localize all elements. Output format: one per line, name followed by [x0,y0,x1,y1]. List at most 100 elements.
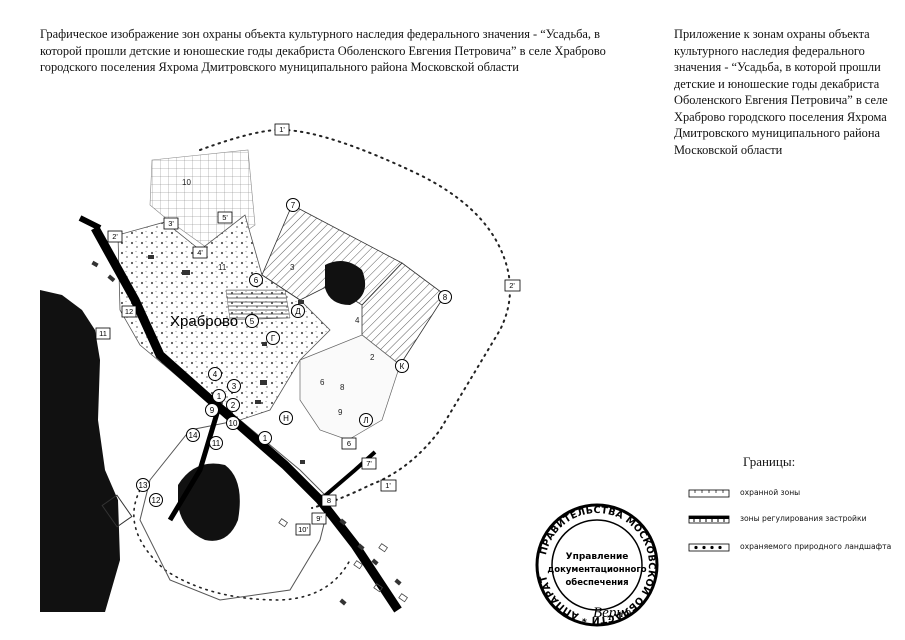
pond-north [325,261,366,305]
svg-text:Н: Н [283,414,289,423]
svg-text:11: 11 [212,439,221,448]
point-marker-square: 2' [107,230,123,243]
svg-text:Л: Л [363,416,368,425]
zone-number-9: 9 [338,408,343,417]
svg-text:9: 9 [210,406,215,415]
svg-text:10': 10' [298,525,308,534]
legend-item-regulation-zone: зоны регулирования застройки [688,513,898,527]
svg-text:8: 8 [327,496,331,505]
official-stamp: ПРАВИТЕЛЬСТВА МОСКОВСКОЙ ОБЛАСТИ * АППАР… [535,503,659,627]
point-marker-square: 8 [321,494,337,507]
svg-text:2': 2' [509,281,515,290]
svg-text:7': 7' [366,459,372,468]
left-building [101,494,133,528]
svg-text:1: 1 [217,392,222,401]
svg-text:6: 6 [347,439,351,448]
point-marker-square: 6 [341,437,357,450]
svg-text:8: 8 [443,293,448,302]
point-marker-square: 7' [361,457,377,470]
point-marker: Н [279,411,293,425]
point-marker: 8 [438,290,452,304]
point-marker: 10 [226,416,240,430]
point-marker: 6 [249,273,263,287]
protection-zone-swatch [688,489,730,498]
point-marker-square: 9' [311,512,327,525]
pond-south [178,463,240,541]
point-marker: 5 [245,314,259,328]
handwritten-verno: Верно [593,605,632,621]
natural-landscape-swatch [688,543,730,552]
svg-text:11: 11 [99,329,107,338]
zone-number-10: 10 [182,178,191,187]
stamp-line-2: документационного [547,565,646,575]
zone-number-11: 11 [218,263,227,272]
svg-text:3: 3 [232,382,237,391]
svg-text:12: 12 [152,496,161,505]
hstrip-zone [225,289,291,321]
point-marker: 2 [226,398,240,412]
legend-title: Границы: [743,454,796,469]
regulation-zone-swatch [688,515,730,524]
document-title: Графическое изображение зон охраны объек… [40,27,606,74]
point-marker-square: 1' [380,479,397,492]
svg-text:13: 13 [139,481,148,490]
water-body [40,290,120,612]
point-marker: 1 [212,389,226,403]
svg-text:4': 4' [197,248,203,257]
stamp-line-1: Управление [566,552,629,562]
appendix-note: Приложение к зонам охраны объекта культу… [674,27,888,157]
svg-text:3': 3' [168,219,174,228]
point-marker-square: 1' [274,123,290,136]
svg-text:7: 7 [291,201,296,210]
zone-east [299,334,401,441]
main-road [91,225,402,613]
point-marker: 11 [209,436,223,450]
svg-text:1': 1' [385,481,391,490]
point-marker-square: 12 [121,305,137,318]
point-marker: 3 [227,379,241,393]
point-marker: 12 [149,493,163,507]
svg-text:2': 2' [112,232,118,241]
svg-text:Г: Г [271,334,276,343]
point-marker-square: 3' [163,217,179,230]
point-marker: 4 [208,367,222,381]
point-marker: 7 [286,198,300,212]
svg-text:14: 14 [189,431,198,440]
zone-number-8: 8 [340,383,345,392]
point-marker: Г [266,331,280,345]
svg-text:9': 9' [316,514,322,523]
point-marker: Д [291,304,305,318]
point-marker: 9 [205,403,219,417]
svg-text:6: 6 [254,276,259,285]
point-marker: Л [359,413,373,427]
svg-text:4: 4 [213,370,218,379]
zone-number-6: 6 [320,378,325,387]
svg-text:1: 1 [263,434,268,443]
svg-text:К: К [400,362,405,371]
zone-number-3: 3 [290,263,295,272]
point-marker: 1 [258,431,272,445]
point-marker: К [395,359,409,373]
zone-number-2: 2 [370,353,375,362]
village-label: Храброво [170,313,238,330]
svg-text:2: 2 [231,401,236,410]
point-marker-square: 10' [295,523,311,536]
point-marker-square: 5' [217,211,233,224]
svg-text:12: 12 [125,307,133,316]
legend-label-natural-landscape: охраняемого природного ландшафта [740,542,892,551]
point-marker-square: 11 [95,327,111,340]
svg-text:Д: Д [295,307,301,316]
zone-south [139,419,331,601]
legend-label-regulation-zone: зоны регулирования застройки [740,514,867,523]
point-marker: 13 [136,478,150,492]
point-marker-square: 2' [504,279,521,292]
side-road [167,409,221,522]
legend-item-natural-landscape: охраняемого природного ландшафта [688,541,898,555]
svg-text:1': 1' [279,125,285,134]
stamp-line-3: обеспечения [565,577,628,588]
svg-text:10: 10 [229,419,238,428]
landscape-boundary [199,128,511,509]
buildings [91,255,402,606]
svg-text:5: 5 [250,317,255,326]
